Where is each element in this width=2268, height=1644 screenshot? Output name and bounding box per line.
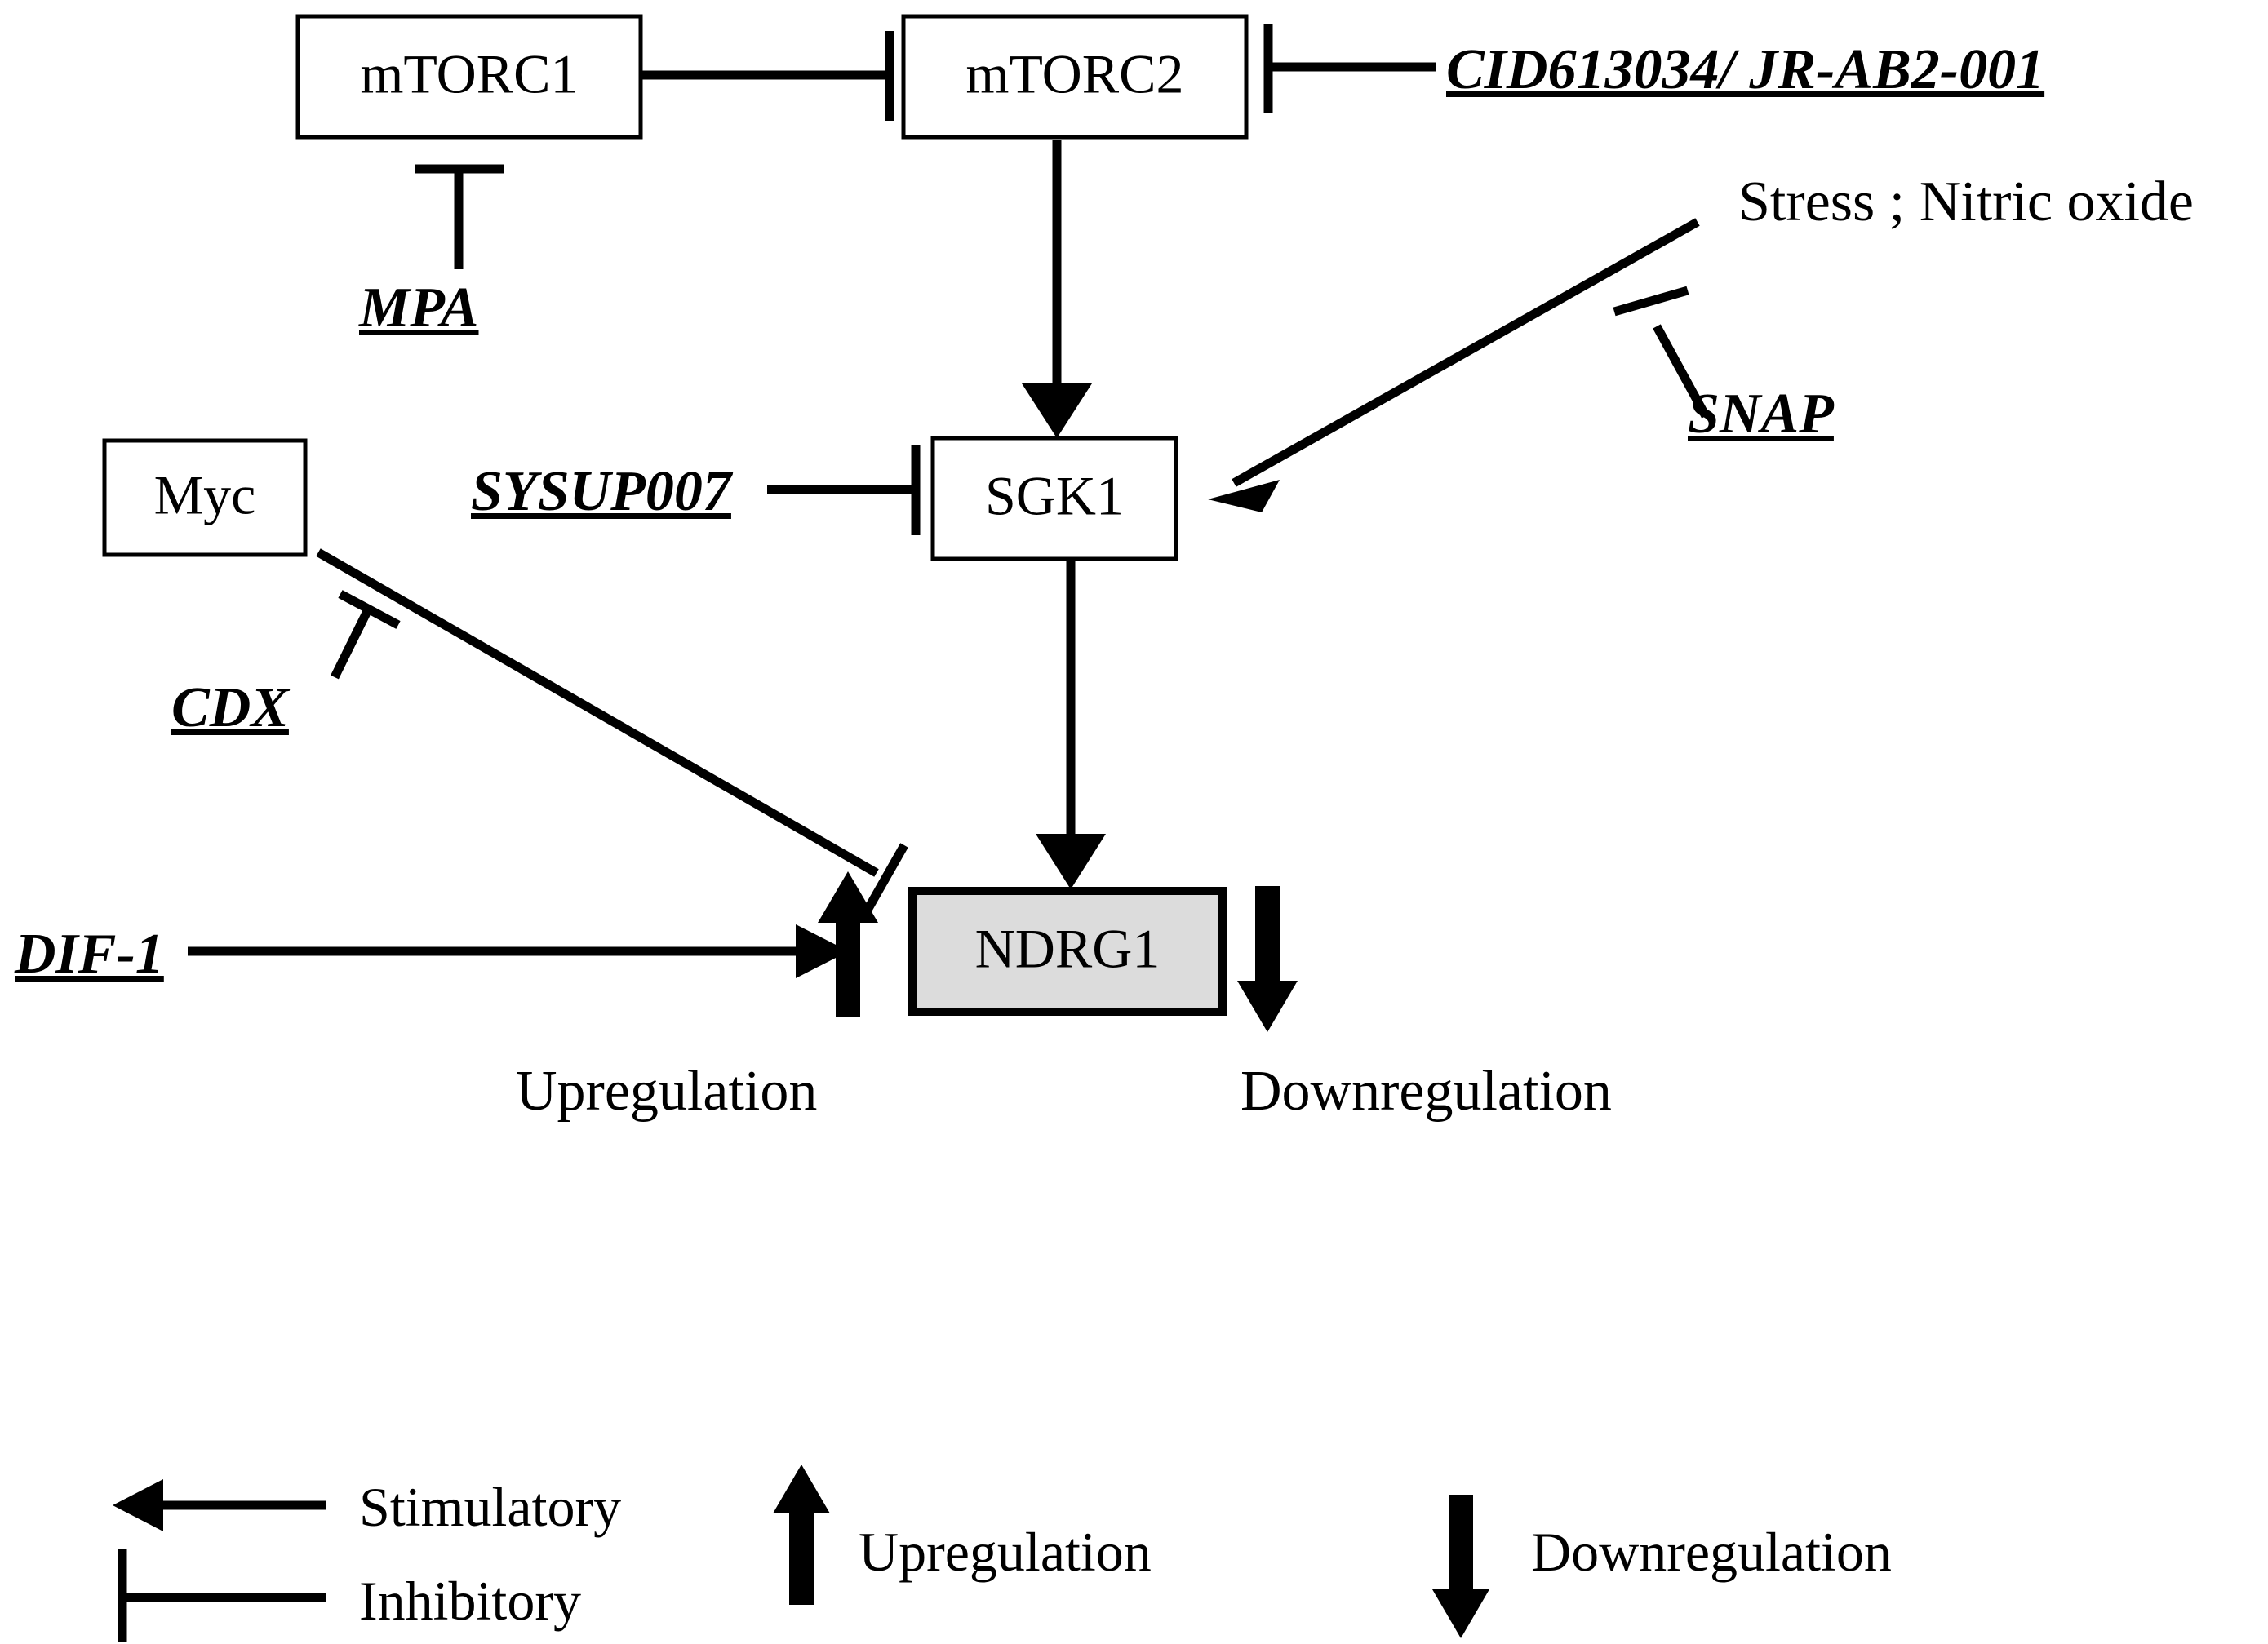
edge-mpa-inhibits-mtorc1	[415, 164, 504, 269]
node-sgk1[interactable]: SGK1	[930, 436, 1178, 561]
edge-line	[331, 605, 373, 680]
edge-sgk1-activates-ndrg1	[1036, 561, 1106, 889]
sgk1-label: SGK1	[985, 465, 1124, 527]
agent-cdx-label: CDX	[171, 676, 291, 739]
left-arrow-icon	[113, 1479, 163, 1531]
myc-box[interactable]	[102, 438, 308, 557]
ndrg1-label: NDRG1	[975, 918, 1161, 980]
arrowhead-icon	[1208, 480, 1280, 512]
edge-line	[316, 548, 879, 877]
edge-myc-inhibits-ndrg1	[316, 548, 908, 914]
edge-mtorc1-inhibits-mtorc2	[641, 31, 894, 121]
down-arrow-icon	[1432, 1589, 1489, 1638]
mtorc2-box[interactable]	[901, 14, 1249, 140]
agent-snap-label: SNAP	[1688, 383, 1835, 445]
legend-item-upregulation: Upregulation	[773, 1465, 1152, 1605]
inhibitory-tbar-icon	[1613, 286, 1689, 317]
edge-dif1-activates-ndrg1	[188, 924, 849, 978]
node-myc[interactable]: Myc	[102, 438, 308, 557]
arrowhead-icon	[796, 924, 849, 978]
inhibitory-tbar-icon	[338, 590, 401, 629]
arrow-shaft	[1255, 886, 1280, 994]
agent-dif1-label: DIF-1	[14, 923, 164, 986]
sgk1-box[interactable]	[930, 436, 1178, 561]
node-mtorc1[interactable]: mTORC1	[295, 14, 643, 140]
ndrg1-upregulation-arrow-icon	[818, 871, 878, 1017]
edge-line	[1232, 218, 1700, 487]
legend-stimulatory-label: Stimulatory	[359, 1476, 621, 1538]
edge-mtorc2-activates-sgk1	[1022, 140, 1092, 438]
edge-cdx-inhibits-myc	[331, 590, 401, 680]
stress-nitric-oxide-label: Stress ; Nitric oxide	[1738, 171, 2194, 233]
agent-cid613034-label: CID613034/ JR-AB2-001	[1446, 38, 2044, 101]
edge-cid613034-inhibits-mtorc2	[1263, 24, 1436, 113]
downregulation-caption: Downregulation	[1241, 1060, 1612, 1123]
arrow-shaft	[789, 1499, 814, 1605]
arrow-shaft	[836, 910, 860, 1017]
mtorc1-box[interactable]	[295, 14, 643, 140]
agent-mpa-label: MPA	[358, 277, 479, 339]
legend-item-downregulation: Downregulation	[1432, 1495, 1892, 1638]
legend-inhibitory-label: Inhibitory	[359, 1570, 581, 1632]
up-arrow-icon	[773, 1465, 830, 1513]
legend-upregulation-label: Upregulation	[859, 1521, 1152, 1583]
inhibitory-tbar-icon	[863, 843, 908, 914]
ndrg1-downregulation-arrow-icon	[1237, 886, 1298, 1032]
myc-label: Myc	[154, 464, 256, 526]
arrow-head	[1237, 981, 1298, 1032]
node-ndrg1[interactable]: NDRG1	[908, 887, 1227, 1016]
edge-stress-activates-sgk1	[1208, 218, 1700, 512]
agent-sysup007-label: SYSUP007	[471, 460, 734, 523]
node-mtorc2[interactable]: mTORC2	[901, 14, 1249, 140]
legend-item-inhibitory: Inhibitory	[118, 1549, 581, 1642]
mtorc1-label: mTORC1	[360, 43, 578, 105]
edge-snap-inhibits-stress	[1613, 286, 1710, 419]
legend-downregulation-label: Downregulation	[1531, 1521, 1892, 1583]
ndrg1-box[interactable]	[908, 887, 1227, 1016]
legend-item-stimulatory: Stimulatory	[113, 1476, 621, 1538]
upregulation-caption: Upregulation	[516, 1060, 817, 1123]
edge-line	[1653, 324, 1710, 419]
arrow-head	[818, 871, 878, 923]
mtorc2-label: mTORC2	[965, 43, 1183, 105]
arrowhead-icon	[1036, 834, 1106, 889]
edge-sysup007-inhibits-sgk1	[767, 445, 921, 535]
arrow-shaft	[1449, 1495, 1473, 1601]
arrowhead-icon	[1022, 383, 1092, 438]
